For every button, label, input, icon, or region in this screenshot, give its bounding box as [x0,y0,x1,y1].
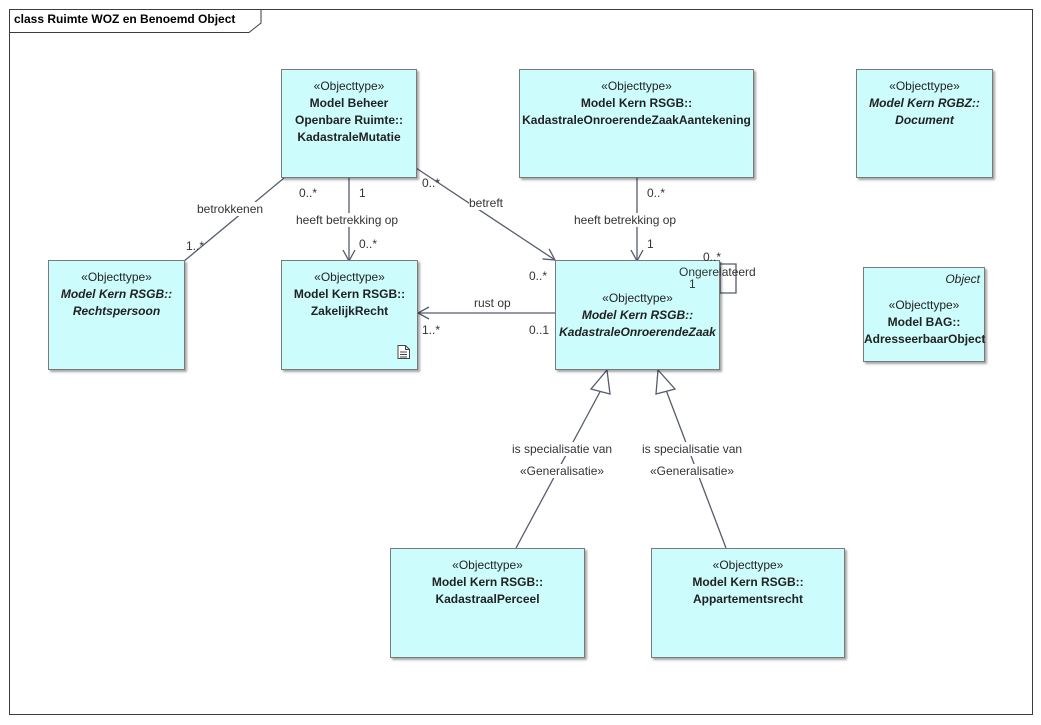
class-name-line: KadastraalPerceel [435,592,540,606]
assoc-betrokkenen[interactable] [182,177,285,263]
class-name-line: Model Kern RSGB:: [580,96,693,110]
class-keyword: Object [945,272,980,286]
diagram-title-tab [9,9,262,33]
multiplicity: 0..* [703,250,722,264]
label-betrokkenen: betrokkenen [197,202,264,216]
stereotype: «Objecttype» [888,298,960,312]
assoc-betreft[interactable] [415,167,557,261]
class-name-line: Openbare Ruimte:: [294,113,403,127]
class-name-line: Document [895,113,954,127]
multiplicity: 1..* [186,239,205,253]
label-heeft-betrekking-op-koz: heeft betrekking op [574,213,677,227]
class-kadastraal-perceel[interactable]: «Objecttype» Model Kern RSGB:: Kadastraa… [390,548,585,658]
multiplicity: 1 [689,277,696,291]
class-name-line: Model Kern RSGB:: [692,575,804,589]
multiplicity: 1 [647,237,654,251]
multiplicity: 1 [359,186,366,200]
label-specialisatie-appartementsrecht: is specialisatie van [642,442,743,456]
class-rechtspersoon[interactable]: «Objecttype» Model Kern RSGB:: Rechtsper… [48,260,185,370]
stereotype: «Objecttype» [712,558,784,572]
class-zakelijk-recht[interactable]: «Objecttype» Model Kern RSGB:: ZakelijkR… [281,260,418,370]
diagram-frame [9,9,1033,715]
multiplicity: 0..* [422,176,441,190]
multiplicity: 1..* [422,323,441,337]
multiplicity: 0..* [529,269,548,283]
multiplicity: 0..1 [529,323,550,337]
class-name-line: Model Kern RSGB:: [431,575,544,589]
class-name-line: Model Kern RGBZ:: [869,96,980,110]
class-name-line: Model Kern RSGB:: [581,308,694,322]
stereotype: «Objecttype» [602,291,673,305]
label-generalisatie-appartementsrecht: «Generalisatie» [650,464,735,478]
class-name-line: Rechtspersoon [72,304,161,318]
class-name-line: Model Beheer [309,96,389,110]
class-name-line: AdresseerbaarObject [864,332,986,346]
class-name-line: Model Kern RSGB:: [293,287,406,301]
class-name-line: KadastraleOnroerendeZaak [559,325,716,339]
class-name-line: Model BAG:: [887,315,961,329]
multiplicity: 0..* [647,186,666,200]
class-appartementsrecht[interactable]: «Objecttype» Model Kern RSGB:: Apparteme… [651,548,845,658]
generalization-arrowhead-appartementsrecht [655,368,677,395]
label-specialisatie-perceel: is specialisatie van [512,442,613,456]
class-name-line: ZakelijkRecht [310,304,389,318]
diagram-title: class Ruimte WOZ en Benoemd Object [14,12,236,26]
stereotype: «Objecttype» [81,270,152,284]
generalization-arrowhead-perceel [589,368,611,395]
class-adresseerbaar-object[interactable]: Object «Objecttype» Model BAG:: Adressee… [863,267,985,362]
class-name-line: Appartementsrecht [692,592,804,606]
assoc-self-gerelateerd[interactable] [700,262,737,294]
label-heeft-betrekking-op-zr: heeft betrekking op [296,213,399,227]
class-kadastrale-mutatie[interactable]: «Objecttype» Model Beheer Openbare Ruimt… [281,69,417,178]
class-kadastrale-onroerende-zaak-aantekening[interactable]: «Objecttype» Model Kern RSGB:: Kadastral… [519,69,754,178]
multiplicity: 0..* [359,237,378,251]
label-self-association: Ongerelateerd [679,265,756,279]
class-name-line: KadastraleMutatie [297,130,401,144]
stereotype: «Objecttype» [601,79,672,93]
class-name-line: Model Kern RSGB:: [60,287,173,301]
class-name-line: KadastraleOnroerendeZaakAantekening [522,113,751,127]
label-betreft: betreft [469,196,504,210]
document-icon [397,345,410,359]
stereotype: «Objecttype» [889,79,960,93]
label-rust-op: rust op [474,296,511,310]
class-document[interactable]: «Objecttype» Model Kern RGBZ:: Document [856,69,993,178]
class-kadastrale-onroerende-zaak[interactable]: «Objecttype» Model Kern RSGB:: Kadastral… [555,260,720,370]
stereotype: «Objecttype» [313,79,385,93]
multiplicity: 0..* [299,186,318,200]
stereotype: «Objecttype» [314,270,385,284]
stereotype: «Objecttype» [452,558,523,572]
label-generalisatie-perceel: «Generalisatie» [520,464,605,478]
